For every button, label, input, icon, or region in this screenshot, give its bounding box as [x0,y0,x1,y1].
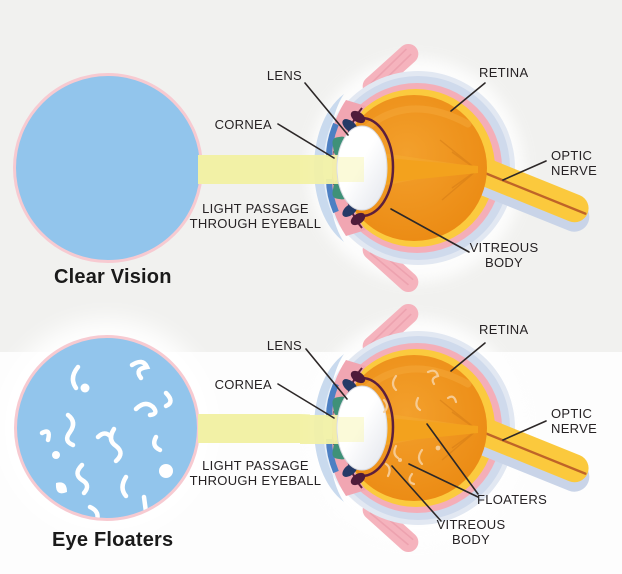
label-light-passage: LIGHT PASSAGE THROUGH EYEBALL [189,458,322,488]
label-lens: LENS [266,338,302,353]
eye-floaters-circle [14,335,200,521]
label-vitreous-body: VITREOUS BODY [469,240,539,270]
floater-squiggles [39,359,173,518]
light-beam [198,414,310,443]
label-lens: LENS [266,68,302,83]
label-retina: RETINA [479,322,529,337]
floaters-artwork [39,359,173,518]
label-optic-nerve: OPTIC NERVE [551,148,598,178]
floater-dots [52,383,173,494]
label-vitreous-body: VITREOUS BODY [436,517,506,547]
label-cornea: CORNEA [214,377,272,392]
section-title-eye-floaters: Eye Floaters [52,529,174,551]
label-floaters: FLOATERS [477,492,548,507]
light-beam [198,155,310,184]
clear-vision-circle [13,73,203,263]
label-light-passage: LIGHT PASSAGE THROUGH EYEBALL [189,201,322,231]
label-cornea: CORNEA [214,117,272,132]
label-optic-nerve: OPTIC NERVE [551,406,598,436]
label-retina: RETINA [479,65,529,80]
section-title-clear-vision: Clear Vision [54,266,172,288]
